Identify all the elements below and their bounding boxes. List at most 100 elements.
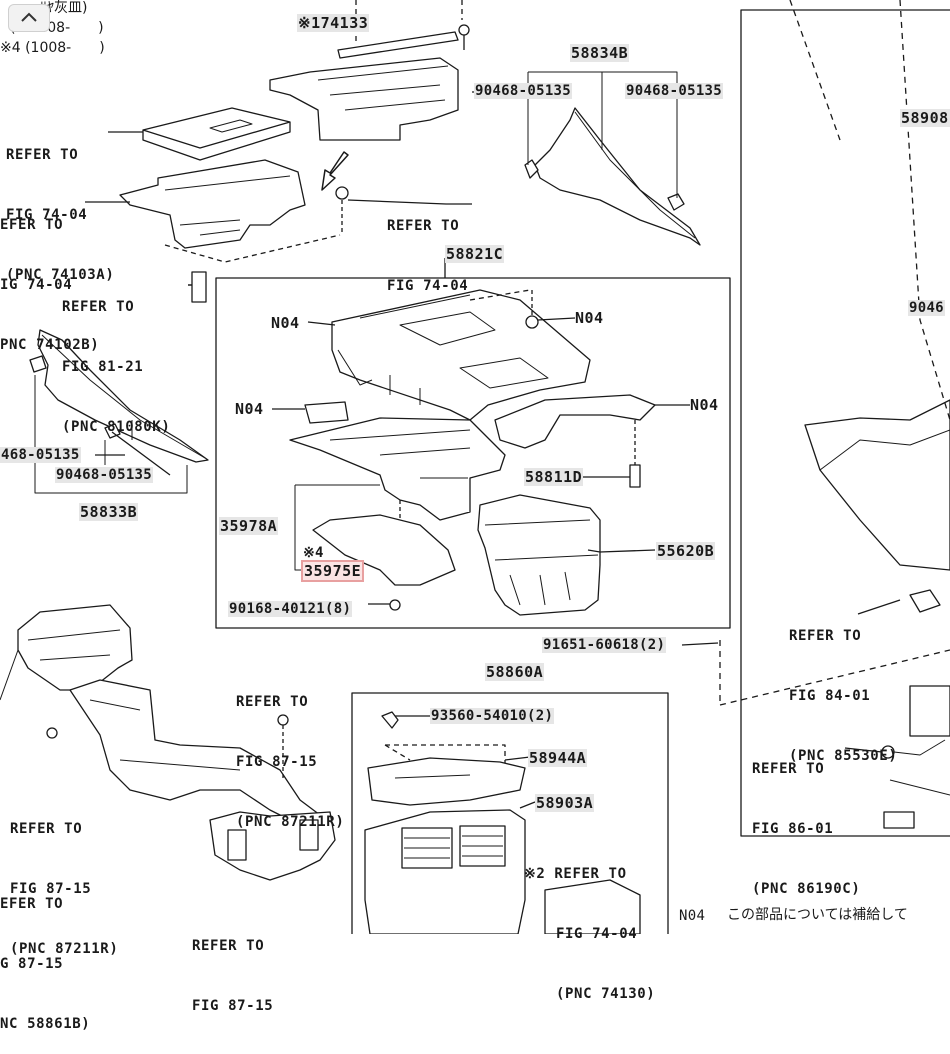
part-number: 58908: [900, 109, 950, 127]
refer-to-81080k[interactable]: REFER TO FIG 81-21 (PNC 81080K): [62, 257, 170, 457]
part-number: 35978A: [219, 517, 279, 535]
refer-pnc: (PNC 74130): [556, 986, 656, 1002]
part-label-91651[interactable]: 91651-60618(2): [542, 637, 667, 653]
part-duct-upper: [17, 604, 133, 691]
part-label-58903a[interactable]: 58903A: [535, 794, 595, 812]
part-number: N04: [690, 396, 719, 414]
part-label-58821c[interactable]: 58821C: [445, 245, 505, 263]
part-number: 58834B: [570, 44, 630, 62]
part-number: 55620B: [656, 542, 716, 560]
refer-to-74103a[interactable]: REFER TO FIG 74-04 (PNC 74103A): [6, 105, 114, 305]
part-58821c-bracket: [494, 394, 656, 449]
part-label-n04-top-left[interactable]: N04: [271, 315, 300, 332]
part-label-35978a[interactable]: 35978A: [219, 517, 279, 535]
refer-to-58861b[interactable]: EFER TO G 87-15 NC 58861B): [0, 854, 90, 1054]
part-number: 58860A: [485, 663, 545, 681]
part-58833b-panel: [37, 329, 209, 463]
part-number: 58811D: [524, 468, 584, 486]
part-number: 90468-05135: [55, 467, 154, 483]
group-box-58908: [740, 9, 950, 837]
part-label-n04-bracket[interactable]: N04: [690, 397, 719, 414]
part-number: 90468-05135: [625, 83, 724, 99]
part-number: 90468-05135: [474, 83, 573, 99]
refer-fig: FIG 86-01: [752, 821, 834, 837]
part-label-90468-d[interactable]: 90468-05135: [55, 467, 154, 483]
refer-fig: FIG 74-04: [6, 207, 88, 223]
part-58908-panel: [804, 399, 950, 571]
refer-fig: FIG 87-15: [10, 881, 92, 897]
part-note-mark: ※4: [303, 545, 324, 561]
refer-to-87-15-bottom[interactable]: REFER TO FIG 87-15: [192, 896, 273, 1036]
part-label-35975e[interactable]: 35975E: [300, 560, 365, 582]
part-number: 9046: [908, 300, 945, 316]
refer-pnc: (PNC 81080K): [62, 419, 171, 435]
part-number: 468-05135: [0, 447, 81, 463]
part-number: 90168-40121(8): [228, 601, 353, 617]
refer-fig: FIG 87-15: [236, 754, 318, 770]
refer-to-85530e[interactable]: REFER TO FIG 84-01 (PNC 85530E): [789, 586, 897, 786]
part-81080k-connector: [191, 271, 207, 303]
part-label-58833b[interactable]: 58833B: [79, 503, 139, 521]
refer-fig: FIG 74-04: [556, 926, 638, 942]
part-number: 91651-60618(2): [542, 637, 667, 653]
refer-line: REFER TO: [62, 299, 135, 315]
part-35978a-bracket: [289, 417, 506, 521]
part-label-n04-clip[interactable]: N04: [235, 401, 264, 418]
refer-line: REFER TO: [387, 218, 460, 234]
part-number: N04: [271, 314, 300, 332]
n04-footnote-code: N04: [679, 908, 706, 924]
part-label-90468-c[interactable]: 468-05135: [0, 447, 81, 463]
refer-pnc: (PNC 74103A): [6, 267, 115, 283]
refer-pnc: (PNC 85530E): [789, 748, 898, 764]
refer-to-fig-74-04[interactable]: REFER TO FIG 74-04: [387, 176, 468, 316]
refer-to-74102b[interactable]: EFER TO IG 74-04 PNC 74102B): [0, 175, 99, 375]
part-label-58860a[interactable]: 58860A: [485, 663, 545, 681]
part-74102b-box: [119, 159, 306, 249]
part-label-58908[interactable]: 58908: [900, 109, 950, 127]
refer-line: REFER TO: [789, 628, 862, 644]
group-box-58860a: [351, 692, 669, 934]
note-star4-date: ※4 (1008- ): [0, 40, 105, 56]
refer-line: EFER TO: [0, 217, 64, 233]
part-74133-strip: [337, 31, 459, 59]
refer-to-87211r-top[interactable]: REFER TO FIG 87-15 (PNC 87211R): [236, 652, 344, 852]
part-number: 58903A: [535, 794, 595, 812]
part-label-58834b[interactable]: 58834B: [570, 44, 630, 62]
part-74133-body: [269, 57, 459, 141]
parts-diagram: ﾘﾔ灰皿) (～0808- ) ※4 (1008- ) ※174133 5883…: [0, 0, 950, 1032]
assembly-arrow: [321, 151, 349, 191]
part-label-74133[interactable]: ※174133: [297, 14, 370, 32]
part-label-90168[interactable]: 90168-40121(8): [228, 601, 353, 617]
part-number: 58944A: [528, 749, 588, 767]
part-label-93560[interactable]: 93560-54010(2): [430, 708, 555, 724]
group-box-58821c: [215, 277, 731, 629]
refer-to-86190c[interactable]: REFER TO FIG 86-01 (PNC 86190C): [752, 719, 860, 919]
collapse-button[interactable]: [8, 4, 50, 32]
part-number: N04: [575, 309, 604, 327]
part-label-90468-b[interactable]: 90468-05135: [625, 83, 724, 99]
part-label-90468-a[interactable]: 90468-05135: [474, 83, 573, 99]
part-35975e-plate: [312, 514, 456, 586]
refer-line: EFER TO: [0, 896, 64, 912]
part-number: N04: [235, 400, 264, 418]
refer-to-74130[interactable]: ※2 REFER TO FIG 74-04 (PNC 74130): [524, 824, 655, 1024]
refer-line: REFER TO: [6, 147, 79, 163]
part-label-n04-top-right[interactable]: N04: [575, 310, 604, 327]
part-number: 93560-54010(2): [430, 708, 555, 724]
part-55620b-box: [477, 494, 601, 616]
part-label-58944a[interactable]: 58944A: [528, 749, 588, 767]
part-label-58811d[interactable]: 58811D: [524, 468, 584, 486]
refer-line: REFER TO: [10, 821, 83, 837]
part-label-9046[interactable]: 9046: [908, 300, 945, 316]
part-number: 58821C: [445, 245, 505, 263]
part-label-star4: ※4: [303, 545, 324, 561]
part-label-55620b[interactable]: 55620B: [656, 542, 716, 560]
chevron-up-icon: [21, 12, 37, 22]
part-number: 58833B: [79, 503, 139, 521]
note-ashtray-partial: ﾘﾔ灰皿): [40, 0, 88, 16]
refer-line: ※2 REFER TO: [524, 866, 627, 882]
part-number: ※174133: [297, 14, 370, 32]
refer-fig: FIG 87-15: [192, 998, 274, 1014]
refer-fig: FIG 74-04: [387, 278, 469, 294]
part-number-selected: 35975E: [300, 560, 365, 582]
